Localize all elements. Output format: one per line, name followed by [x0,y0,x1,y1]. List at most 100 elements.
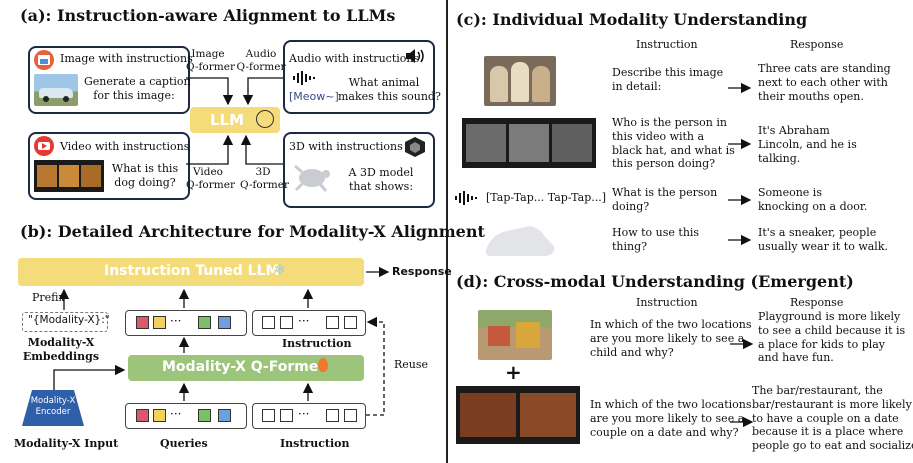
embeddings-container [125,310,247,336]
encoder-block [22,390,84,426]
image-box-instruction: Generate a caption for this image: [84,75,191,102]
d-row2-response: The bar/restaurant, the bar/restaurant i… [752,384,913,452]
panel-c-instruction-header: Instruction [636,38,698,51]
car-image-thumbnail [34,74,78,106]
llm-label: LLM [210,111,245,129]
panel-a-title: (a): Instruction-aware Alignment to LLMs [20,6,396,25]
audio-to-llm-arrow [242,77,283,106]
video-qformer-label: Video Q-former [186,166,235,192]
instruction-token [344,409,357,422]
panel-c-title: (c): Individual Modality Understanding [456,10,808,29]
audio-waveform-icon [292,70,322,86]
embedding-token-red [136,316,149,329]
c-row4-response: It's a sneaker, people usually wear it t… [758,226,888,253]
c-audio-text: [Tap-Tap... Tap-Tap...] [486,191,607,204]
c-row1-instruction: Describe this image in detail: [612,66,724,93]
prefix-text: "{Modality-X}:" [28,314,110,326]
instruction-token [326,409,339,422]
instruction-token [344,316,357,329]
embedding-dots: ··· [170,314,182,328]
instruction-token [280,409,293,422]
audio-sound-text: [Meow~] [289,90,339,103]
turtle-3d-model [292,160,332,194]
panel-c-response-header: Response [790,38,844,51]
audio-box-header: Audio with instructions [289,52,420,65]
prefix-box [22,312,108,332]
instruction-tuned-llm-box [18,258,364,286]
embeddings-label: Modality-X Embeddings [22,336,100,363]
instruction-token [280,316,293,329]
restaurant-video-filmstrip [456,386,580,444]
instruction-container-bottom [252,403,366,429]
instruction-dots-bottom: ··· [298,407,310,421]
sneaker-3d-model [482,218,558,260]
input-label: Modality-X Input [14,437,119,450]
encoder-to-qformer-arrow [53,364,126,390]
embedding-token-blue [218,316,231,329]
cats-image [484,56,556,106]
image-to-llm-arrow [186,77,234,106]
video-to-llm-arrow [186,134,234,165]
threed-box-prompt: A 3D model that shows: [348,166,414,193]
instruction-dots: ··· [298,314,310,328]
response-label: Response [392,265,452,278]
instruction-token [262,409,275,422]
instruction-token [326,316,339,329]
plus-sign: + [505,360,522,384]
panel-d-title: (d): Cross-modal Understanding (Emergent… [456,272,854,291]
query-token-blue [218,409,231,422]
threed-qformer-label: 3D Q-former [240,166,289,192]
c-row3-instruction: What is the person doing? [612,186,718,213]
playground-image [478,310,552,360]
c-row2-instruction: Who is the person in this video with a b… [612,116,735,171]
panel-d-response-header: Response [790,296,844,309]
queries-label: Queries [160,437,208,450]
embedding-token-green [198,316,211,329]
d-row2-instruction: In which of the two locations are you mo… [590,398,752,439]
audio-instruction-box [283,40,435,114]
query-token-red [136,409,149,422]
brain-icon [256,110,274,128]
vertical-divider [446,0,448,463]
cube-icon [404,136,426,158]
image-qformer-label: Image Q-former [186,48,235,74]
lincoln-video-filmstrip [462,118,596,168]
reuse-label: Reuse [394,358,429,371]
video-box-question: What is this dog doing? [111,162,179,189]
dog-video-filmstrip [34,160,104,192]
queries-container [125,403,247,429]
c-row4-instruction: How to use this thing? [612,226,700,253]
reuse-arrow [366,316,385,416]
c-row1-response: Three cats are standing next to each oth… [758,62,891,103]
instruction-token [262,316,275,329]
youtube-icon [34,136,54,156]
query-token-yellow [153,409,166,422]
threed-to-llm-arrow [240,134,283,165]
fire-icon [318,358,328,372]
d-row1-instruction: In which of the two locations are you mo… [590,318,752,359]
panel-b-title: (b): Detailed Architecture for Modality-… [20,222,485,241]
c-row2-response: It's Abraham Lincoln, and he is talking. [758,124,857,165]
instruction-container-top [252,310,366,336]
snowflake-icon: ❄ [274,262,286,278]
qformer-label: Modality-X Q-Former [162,359,326,375]
instruction-tuned-llm-label: Instruction Tuned LLM [104,263,280,279]
speaker-icon [405,48,427,64]
query-token-green [198,409,211,422]
c-row3-response: Someone is knocking on a door. [758,186,868,213]
panel-d-instruction-header: Instruction [636,296,698,309]
embedding-token-yellow [153,316,166,329]
image-icon [34,50,54,70]
d-row1-response: Playground is more likely to see a child… [758,310,906,365]
audio-qformer-label: Audio Q-former [236,48,286,74]
image-box-header: Image with instructions [60,52,193,65]
video-box-header: Video with instructions [60,140,190,153]
instruction-label-top: Instruction [282,337,352,350]
c-audio-waveform-icon [454,190,480,206]
prefix-label: Prefix [32,291,65,304]
instruction-label-bottom: Instruction [280,437,350,450]
threed-box-header: 3D with instructions [289,140,403,153]
query-dots: ··· [170,407,182,421]
